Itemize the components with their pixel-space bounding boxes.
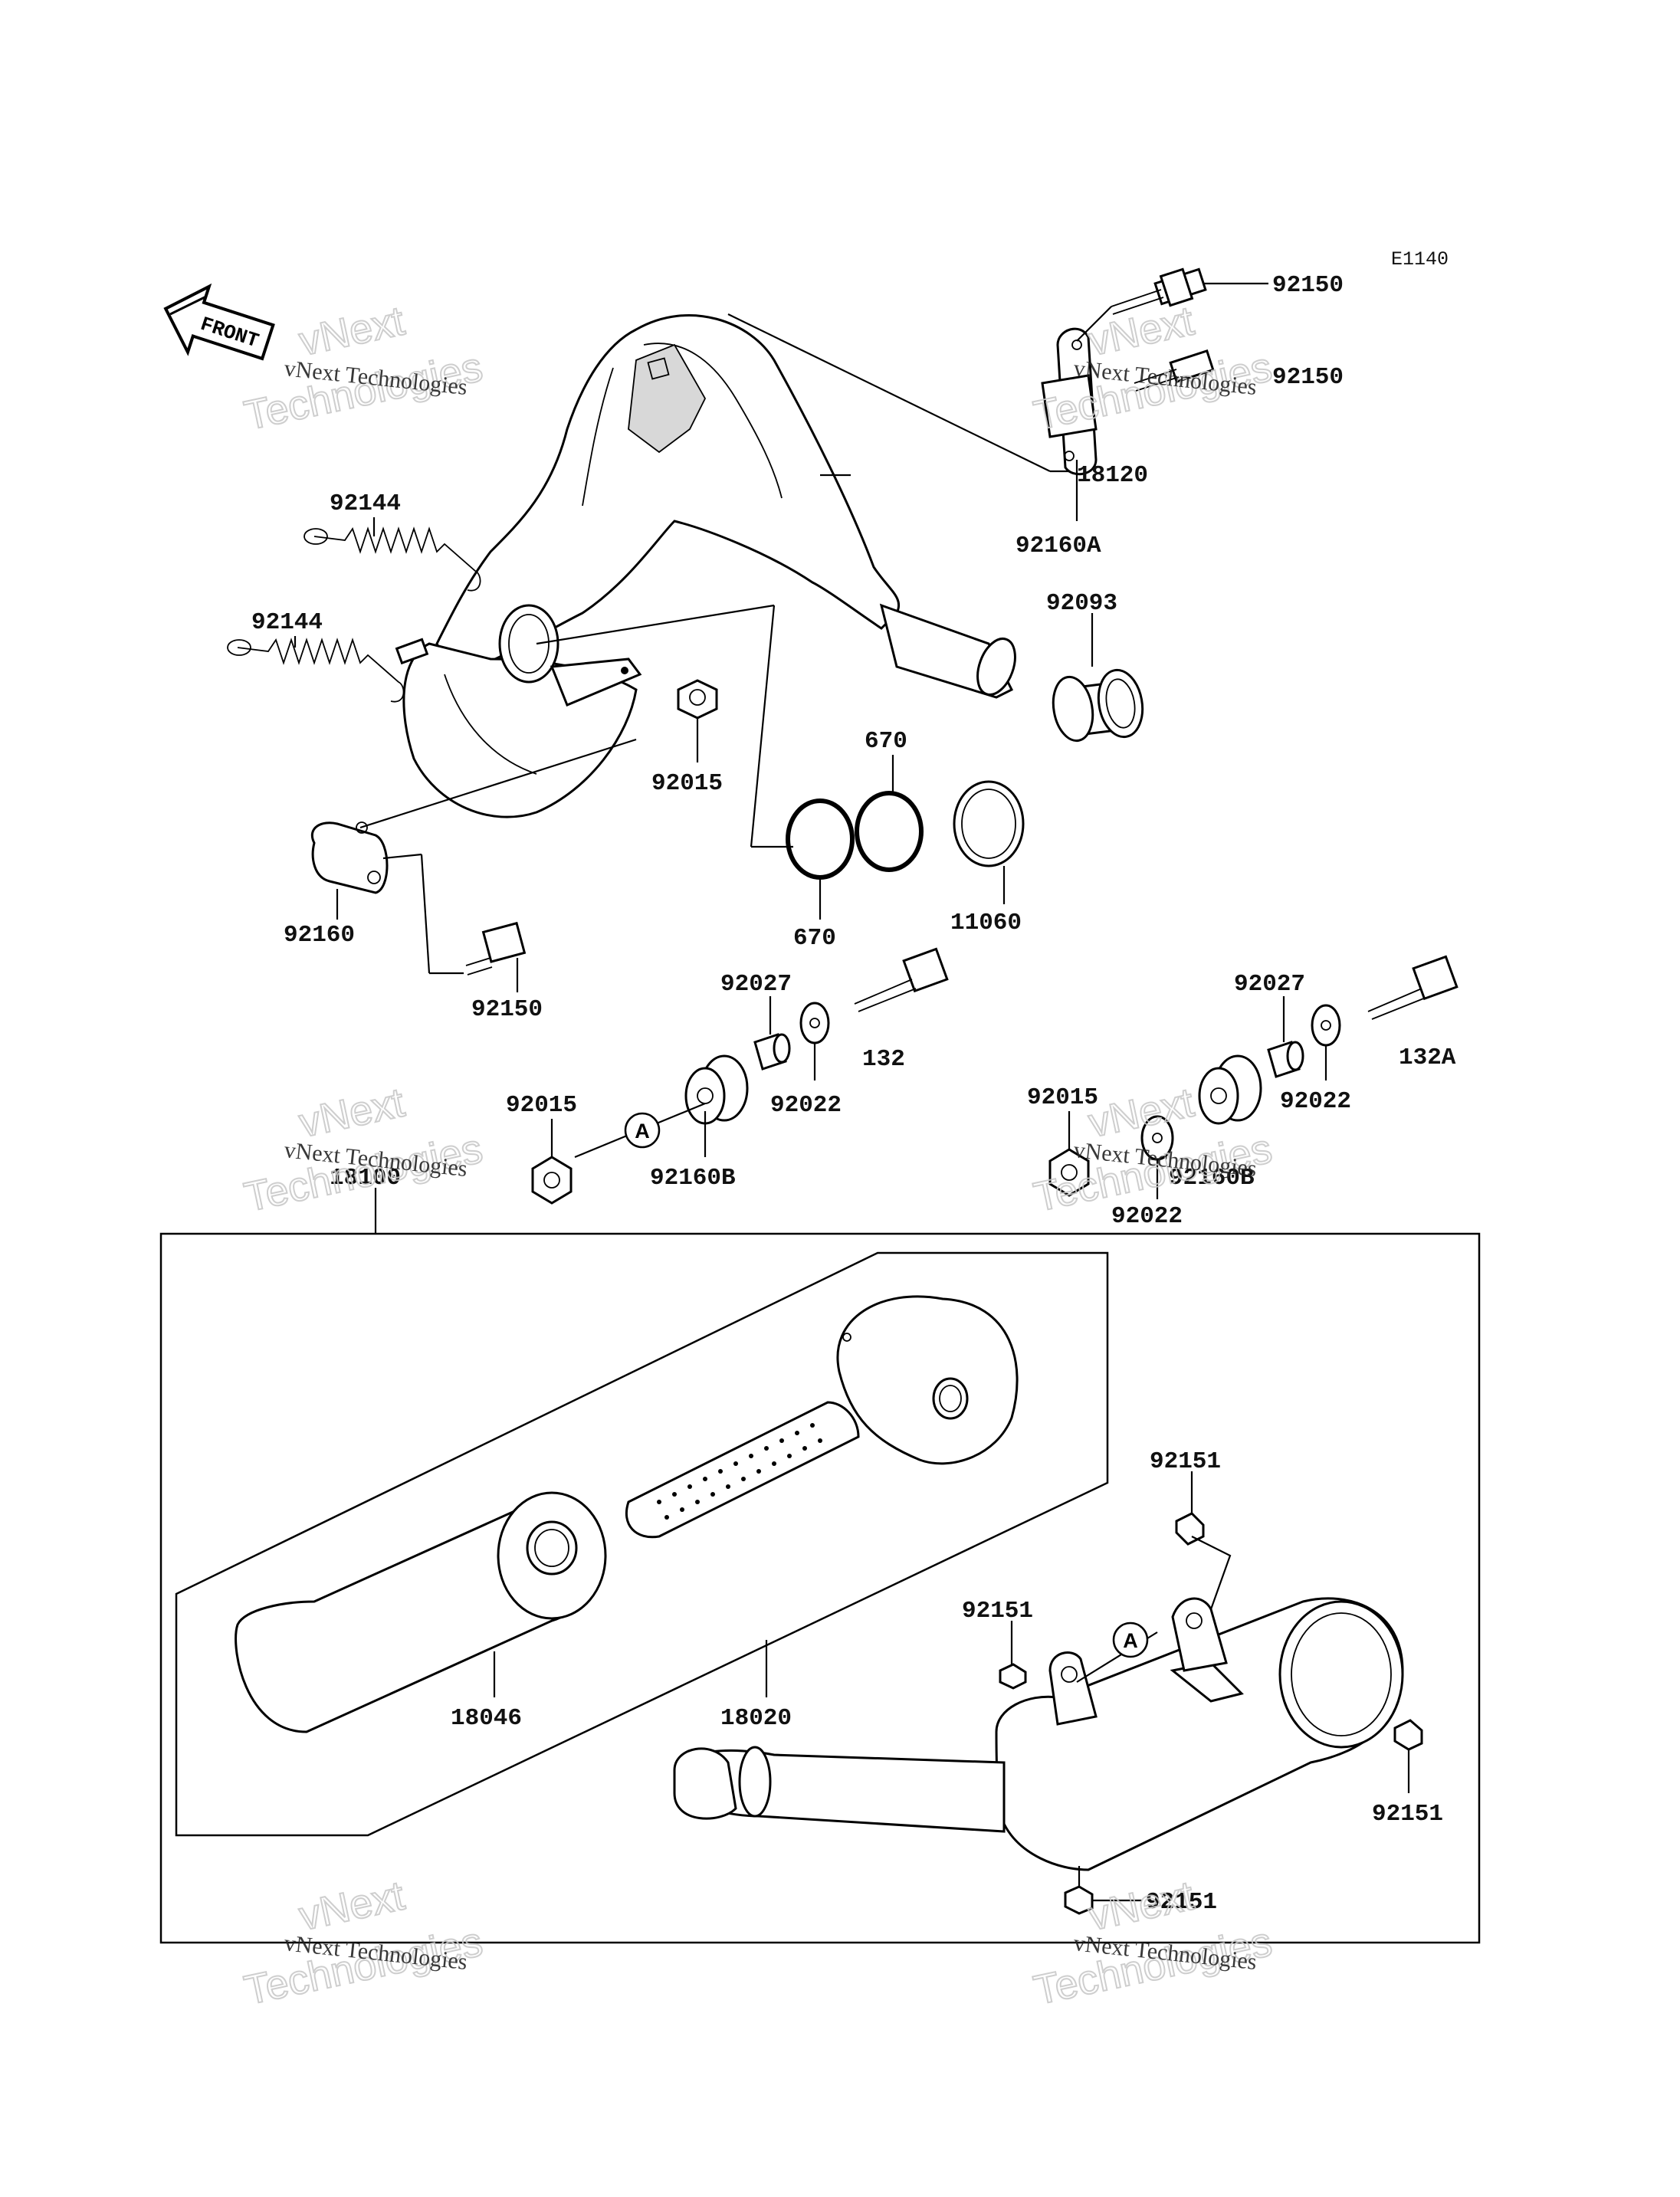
bolt-132A <box>1367 955 1459 1020</box>
o-ring-670-a <box>786 798 855 880</box>
bolt-92150-b <box>1134 349 1215 392</box>
part-label: 92150 <box>1272 364 1344 391</box>
part-label: 18100 <box>330 1165 401 1192</box>
front-arrow-icon: FRONT <box>163 283 275 361</box>
washer-92022-a <box>799 1002 830 1044</box>
part-label: 92160B <box>1169 1165 1255 1192</box>
callout-a-circle <box>624 1112 661 1149</box>
part-label: 92144 <box>251 609 323 636</box>
part-label: 92160 <box>284 922 355 949</box>
part-label: 92015 <box>651 770 723 797</box>
part-label: 11060 <box>950 910 1022 936</box>
spring-92144-b <box>227 638 405 703</box>
svg-text:vNext: vNext <box>1084 298 1198 365</box>
repack-kit-frame <box>175 1251 1109 1837</box>
grommet-92160B <box>684 1054 749 1125</box>
part-label: 92150 <box>1272 272 1344 299</box>
part-label: 92015 <box>506 1092 577 1119</box>
part-label: 92027 <box>1234 971 1305 998</box>
diagram-code: E1140 <box>1391 248 1449 271</box>
packing-18046 <box>235 1491 607 1733</box>
part-label: 92144 <box>330 490 401 517</box>
part-label: 18120 <box>1077 462 1148 489</box>
svg-text:vNext: vNext <box>295 298 409 365</box>
part-label: 92151 <box>1146 1889 1217 1916</box>
expansion-chamber <box>395 313 1016 818</box>
gasket-11060 <box>953 780 1025 867</box>
part-label: 18020 <box>720 1705 792 1732</box>
part-label: 92015 <box>1027 1084 1098 1111</box>
part-label: 92151 <box>1150 1448 1221 1475</box>
washer-92022-b <box>1311 1004 1341 1047</box>
bracket-92160A <box>1041 327 1098 476</box>
part-label: 92027 <box>720 971 792 998</box>
svg-text:vNext: vNext <box>295 1080 409 1146</box>
part-label: 92022 <box>1111 1203 1183 1230</box>
collar-92027-a <box>753 1033 791 1071</box>
bolt-92151-b <box>999 1663 1027 1690</box>
callout-a-circle-2 <box>1112 1622 1149 1658</box>
nut-92015-b <box>531 1156 573 1205</box>
bolt-92150-c <box>465 921 527 976</box>
svg-text:vNext: vNext <box>1084 1873 1198 1940</box>
part-label: 92160B <box>650 1165 736 1192</box>
bolt-92150-a <box>1111 267 1207 315</box>
part-label: 670 <box>865 728 907 755</box>
muffler-assembly-frame <box>159 1232 1481 1944</box>
part-label: 132 <box>862 1046 905 1073</box>
bolt-132 <box>854 947 949 1012</box>
part-label: 18046 <box>451 1705 522 1732</box>
spring-92144-a <box>304 526 481 592</box>
svg-text:vNext: vNext <box>295 1873 409 1940</box>
inner-pipe-18020 <box>625 1295 1019 1539</box>
callout-a-label-2: A <box>1123 1629 1138 1652</box>
collar-92027-b <box>1267 1041 1304 1078</box>
callout-a-label: A <box>635 1120 650 1143</box>
part-label: 92160A <box>1016 533 1101 559</box>
part-label: 92150 <box>471 996 543 1023</box>
grommet-92160B-b <box>1198 1054 1262 1125</box>
part-label: 92151 <box>962 1598 1033 1625</box>
part-label: 92022 <box>1280 1088 1351 1115</box>
bolt-92151-c <box>1393 1719 1423 1751</box>
part-label: 670 <box>793 925 836 952</box>
part-label: 92151 <box>1372 1801 1443 1828</box>
part-label: 132A <box>1399 1044 1456 1071</box>
part-label: 92022 <box>770 1092 842 1119</box>
sleeve-92093 <box>1052 668 1144 743</box>
bracket-92160 <box>310 821 389 894</box>
nut-92015-a <box>677 679 718 720</box>
silencer <box>673 1597 1404 1871</box>
svg-text:vNext: vNext <box>1084 1080 1198 1146</box>
o-ring-670-b <box>855 791 924 872</box>
part-label: 92093 <box>1046 590 1117 617</box>
